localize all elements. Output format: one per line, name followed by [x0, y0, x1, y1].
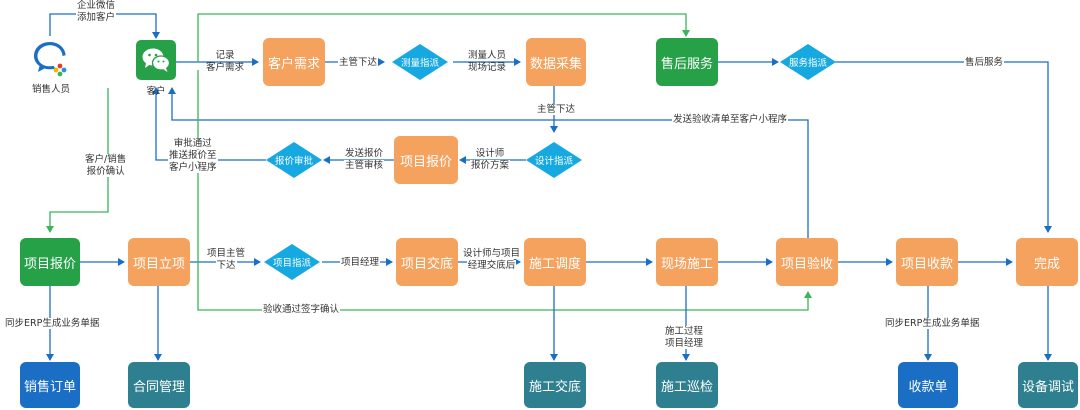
survey-assign-decision[interactable]: 测量指派: [392, 44, 448, 80]
customer-label: 客户: [146, 86, 166, 97]
label-line: 同步ERP生成业务单据: [884, 318, 981, 329]
label-sync-erp-right: 同步ERP生成业务单据: [884, 318, 981, 330]
edge-customer-to-quoteleft: [46, 88, 109, 233]
label-line: 项目经理: [340, 257, 381, 268]
edge-assign-to-complete: [835, 61, 1052, 233]
diamond-shape: [264, 244, 320, 280]
diamond-shape: [266, 142, 322, 178]
label-line: 报价确认: [85, 166, 126, 177]
label-designer-pm-handover: 设计师与项目 经理交底后: [462, 248, 522, 272]
survey-assign-label: 测量指派: [400, 58, 439, 69]
project-quote-left-node[interactable]: 项目报价: [20, 238, 80, 286]
edge-approval-to-customer: [152, 87, 266, 161]
label-line: 设计师与项目: [462, 248, 522, 259]
label-line: 客户/销售: [84, 154, 128, 165]
onsite-construction-node[interactable]: 现场施工: [656, 238, 718, 286]
after-sales-assign-decision[interactable]: 服务指派: [780, 44, 836, 80]
label-line: 项目经理: [664, 338, 705, 349]
label-line: 下达: [215, 260, 237, 271]
diamond-shape: [780, 44, 836, 80]
label-line: 同步ERP生成业务单据: [4, 318, 101, 329]
diamond-shape: [526, 142, 582, 178]
label-line: 添加客户: [76, 12, 117, 23]
label-line: 主管审核: [344, 160, 385, 171]
construction-inspection-node[interactable]: 施工巡检: [656, 362, 718, 408]
complete-node[interactable]: 完成: [1016, 238, 1078, 286]
project-setup-node[interactable]: 项目立项: [128, 238, 190, 286]
label-line: 企业微信: [76, 0, 117, 11]
design-assign-decision[interactable]: 设计指派: [526, 142, 582, 178]
after-sales-node[interactable]: 售后服务: [656, 38, 718, 86]
sales-person: 销售人员: [22, 38, 80, 95]
label-line: 售后服务: [964, 57, 1005, 68]
label-after-sales-service: 售后服务: [964, 57, 1005, 69]
quote-approval-label: 报价审批: [274, 156, 313, 167]
quote-approval-decision[interactable]: 报价审批: [266, 142, 322, 178]
label-process-pm: 施工过程 项目经理: [664, 326, 705, 350]
project-assign-decision[interactable]: 项目指派: [264, 244, 320, 280]
label-line: 主管下达: [338, 57, 379, 68]
design-assign-label: 设计指派: [534, 156, 573, 167]
sales-order-node[interactable]: 销售订单: [20, 362, 80, 408]
project-handover-node[interactable]: 项目交底: [396, 238, 458, 286]
edge-acceptance-to-customer: [168, 87, 809, 238]
equipment-debug-node[interactable]: 设备调试: [1018, 362, 1078, 408]
project-acceptance-node[interactable]: 项目验收: [776, 238, 838, 286]
contract-mgmt-node[interactable]: 合同管理: [128, 362, 190, 408]
customer[interactable]: 客户: [130, 40, 182, 97]
label-line: 验收通过签字确认: [262, 304, 341, 315]
label-line: 客户需求: [206, 62, 245, 73]
wechat-icon: [136, 40, 176, 80]
label-pm-issue: 项目主管 下达: [206, 248, 247, 272]
diamond-shape: [392, 44, 448, 80]
construction-handover-node[interactable]: 施工交底: [524, 362, 586, 408]
label-record-demand: 记录 客户需求: [206, 50, 244, 74]
label-send-quote-review: 发送报价 主管审核: [344, 148, 385, 172]
label-line: 施工过程: [664, 326, 705, 337]
label-line: 客户小程序: [168, 162, 218, 173]
edge-customer-to-aftersales: [197, 13, 690, 62]
construction-dispatch-node[interactable]: 施工调度: [524, 238, 586, 286]
label-line: 记录: [215, 50, 235, 61]
label-wecom-add: 企业微信 添加客户: [76, 0, 117, 24]
label-line: 发送验收清单至客户小程序: [672, 114, 789, 125]
label-line: 经理交底后: [466, 260, 517, 271]
data-collection-node[interactable]: 数据采集: [526, 38, 586, 86]
after-sales-assign-label: 服务指派: [788, 58, 827, 69]
wecom-icon: [34, 42, 67, 77]
sales-person-label: 销售人员: [31, 84, 70, 95]
label-line: 审批通过: [172, 138, 213, 149]
label-line: 推送报价至: [168, 150, 218, 161]
payment-receipt-node[interactable]: 收款单: [898, 362, 958, 408]
label-send-checklist: 发送验收清单至客户小程序: [672, 114, 789, 126]
project-assign-label: 项目指派: [272, 258, 311, 269]
project-payment-node[interactable]: 项目收款: [896, 238, 958, 286]
project-quote-mid-node[interactable]: 项目报价: [394, 136, 458, 184]
label-line: 发送报价: [344, 148, 385, 159]
edge-sign-confirm: [197, 70, 812, 311]
label-manager-issue-2: 主管下达: [536, 104, 577, 116]
label-line: 报价方案: [470, 160, 511, 171]
label-customer-sales-confirm: 客户/销售 报价确认: [84, 154, 128, 178]
label-line: 设计师: [474, 148, 506, 159]
label-sync-erp-left: 同步ERP生成业务单据: [4, 318, 101, 330]
label-project-manager: 项目经理: [340, 257, 381, 269]
label-sign-confirm: 验收通过签字确认: [262, 304, 341, 316]
label-surveyor-record: 测量人员 现场记录: [468, 50, 506, 74]
label-manager-issue-1: 主管下达: [338, 57, 379, 69]
label-approved-push: 审批通过 推送报价至 客户小程序: [168, 138, 218, 174]
label-line: 测量人员: [468, 50, 507, 61]
label-line: 现场记录: [468, 62, 507, 73]
label-designer-quote: 设计师 报价方案: [470, 148, 511, 172]
customer-demand-node[interactable]: 客户需求: [263, 38, 325, 86]
label-line: 主管下达: [536, 104, 577, 115]
label-line: 项目主管: [206, 248, 247, 259]
